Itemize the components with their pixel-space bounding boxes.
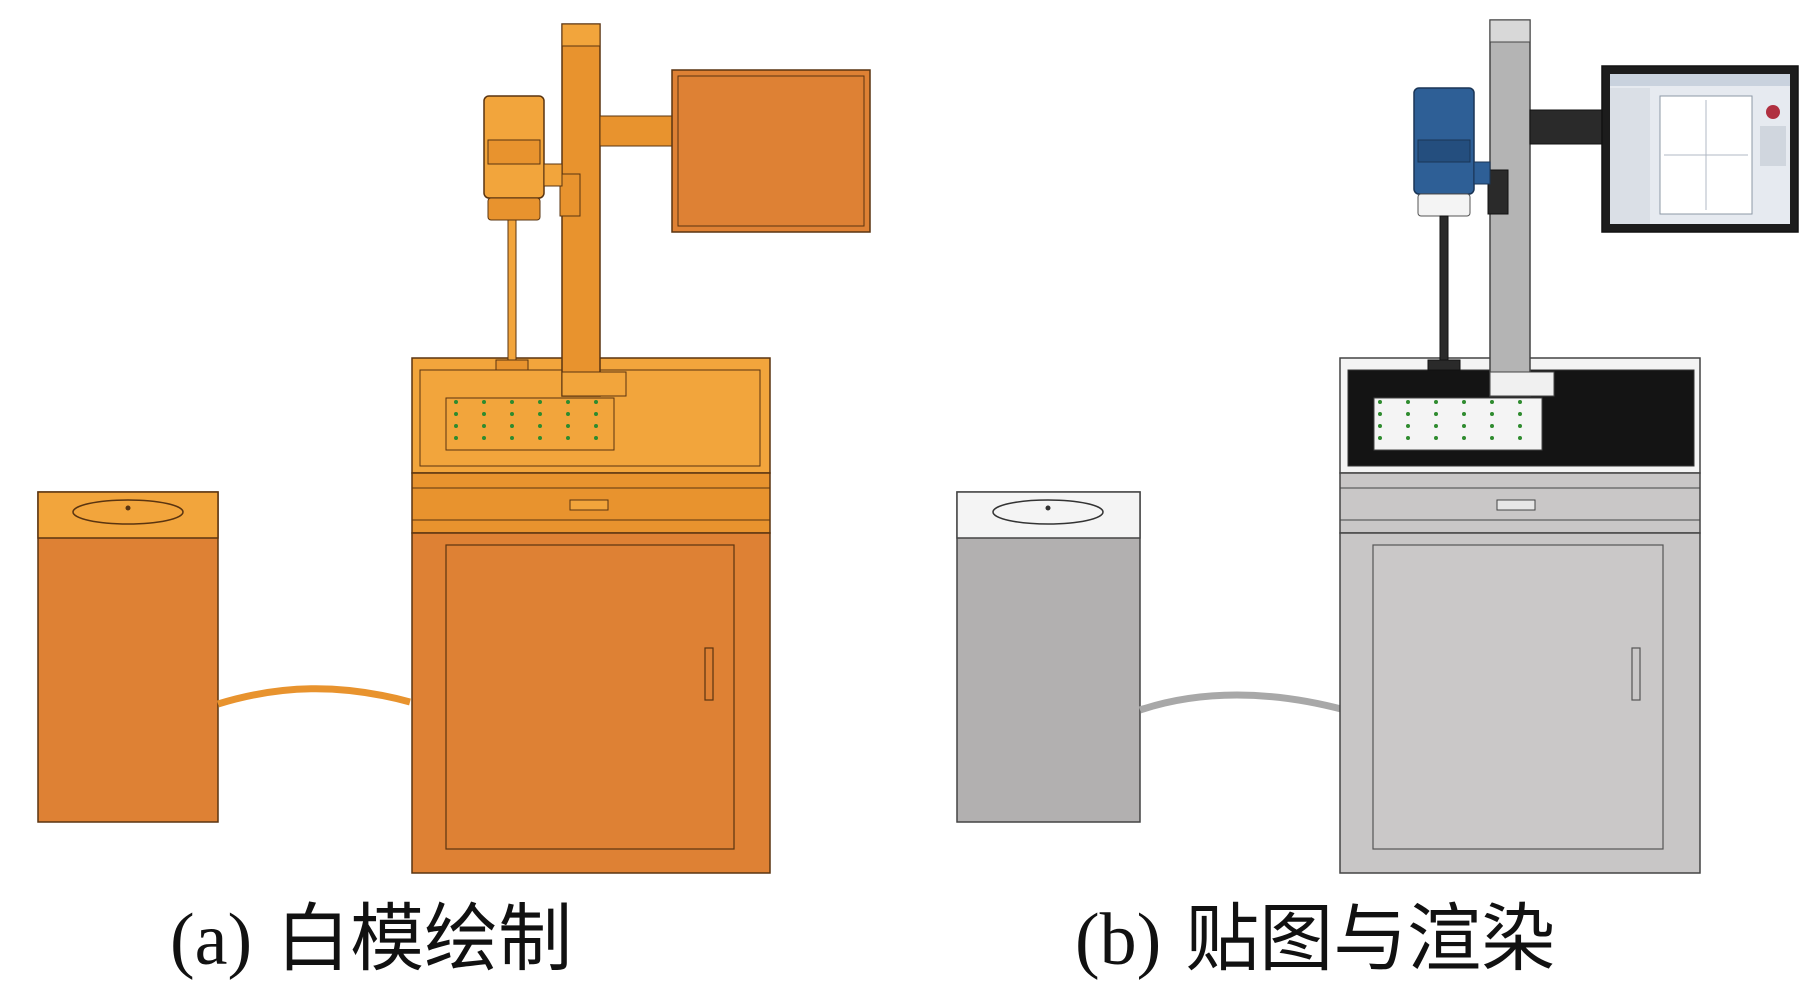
caption-panel-a: (a) 白模绘制: [170, 895, 572, 985]
caption-a-label: (a): [170, 899, 253, 981]
panel-b-monitor: [1529, 65, 1799, 233]
panel-a-laser-head: [483, 95, 563, 371]
panel-a-pillar: [559, 23, 627, 397]
caption-b-label: (b): [1075, 899, 1162, 981]
panel-b-laser-head: [1413, 87, 1491, 371]
caption-panel-b: (b) 贴图与渲染: [1075, 895, 1555, 985]
panel-a-monitor: [599, 69, 871, 233]
caption-a-text: 白模绘制: [276, 899, 573, 981]
panel-a-controller-box: [37, 491, 219, 823]
panel-a-white-model: [37, 23, 871, 874]
panel-b-controller-box: [956, 491, 1141, 823]
panel-b-work-bed: [1373, 397, 1543, 451]
panel-a-work-bed: [445, 397, 615, 451]
panel-b-textured-render: [956, 19, 1799, 874]
panel-b-pillar: [1487, 19, 1555, 397]
caption-b-text: 贴图与渲染: [1185, 899, 1556, 981]
panel-a-cabinet: [411, 357, 771, 874]
panel-b-cable: [1138, 691, 1346, 714]
panel-a-cable: [216, 685, 411, 708]
